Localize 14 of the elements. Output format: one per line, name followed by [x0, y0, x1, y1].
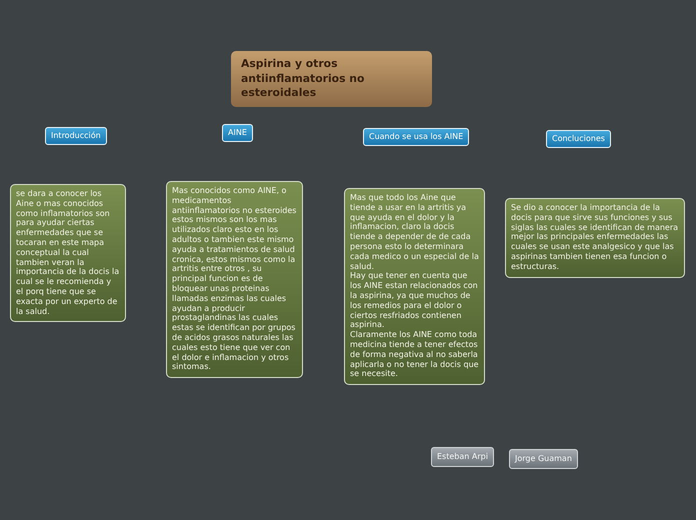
branch-topic: AINE — [222, 124, 253, 142]
branch-topic: Cuando se usa los AINE — [363, 128, 470, 146]
note-card — [344, 188, 485, 386]
central-topic: Aspirina y otros antiinflamatorios no esteroidales — [231, 51, 432, 106]
author-name-tag: Jorge Guaman — [509, 449, 578, 469]
note-paragraph: Hay que tener en cuenta que los AINE estan relacionados con la aspirina, ya que muchos de los remedios para el dolor o ciertos resfriados contienen aspirina. — [350, 271, 479, 330]
note-paragraph: Claramente los AINE como toda medicina tiende a tener efectos de forma negativa al no saberla aplicarla o no tener la docis que se necesite. — [350, 330, 479, 380]
branch-topic: Concluciones — [546, 130, 611, 148]
note-card: Se dio a conocer la importancia de la docis para que sirve sus funciones y sus siglas las cuales se identifican de manera mejor las principales enfermedades las cuales se usan este analgesico y que las aspirinas tambien tienen esa funcion o estructuras. — [505, 198, 685, 278]
note-card: Mas conocidos como AINE, o medicamentos antiinflamatorios no esteroides estos mismos son los mas utilizados claro esto en los adultos o tambien este mismo ayuda a tratamientos de salud cronica, estos mismos como la artritis entre otros , su principal funcion es de bloquear unas proteinas llamadas enzimas las cuales ayudan a producir prostaglandinas las cuales estas se identifican por grupos de acidos grasos naturales las cuales esto tiene que ver con el dolor e inflamacion y otros sintomas. — [166, 181, 303, 378]
note-card: se dara a conocer los Aine o mas conocidos como inflamatorios son para ayudar ciertas enfermedades que se tocaran en este mapa conceptual la cual tambien veran la importancia de la docis la cual se le recomienda y el porq tiene que se exacta por un experto de la salud. — [10, 184, 126, 322]
branch-topic: Introducción — [45, 127, 107, 145]
author-name-tag: Esteban Arpi — [431, 447, 494, 467]
note-paragraph: Mas que todo los Aine que tiende a usar en la artritis ya que ayuda en el dolor y la inflamacion, claro la docis tiende a depender de de cada persona esto lo determinara cada medico o un especial de la salud. — [350, 193, 479, 272]
